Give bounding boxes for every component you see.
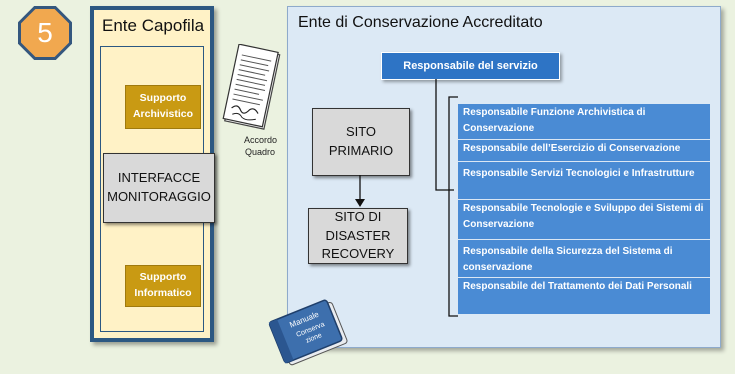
role-tecnologie-sviluppo: Responsabile Tecnologie e Sviluppo dei S… [458,199,710,239]
interfacce-monitoraggio-box: INTERFACCE MONITORAGGIO [103,153,215,223]
role-trattamento-dati: Responsabile del Trattamento dei Dati Pe… [458,277,710,314]
ente-capofila-panel: Ente Capofila Supporto Archivistico INTE… [90,6,215,342]
accordo-document-icon [222,44,281,130]
roles-list: Responsabile Funzione Archivistica di Co… [458,104,710,314]
step-number: 5 [21,9,69,57]
supporto-archivistico-box: Supporto Archivistico [125,85,201,129]
accordo-quadro-label: Accordo Quadro [244,135,278,157]
supporto-informatico-box: Supporto Informatico [125,265,201,307]
responsabile-servizio-box: Responsabile del servizio [381,52,560,80]
conservazione-title: Ente di Conservazione Accreditato [298,14,543,31]
manuale-book-icon: Manuale Conserva zione [268,299,348,366]
capofila-inner-frame: Supporto Archivistico INTERFACCE MONITOR… [100,46,215,332]
role-servizi-tecnologici: Responsabile Servizi Tecnologici e Infra… [458,161,710,199]
role-funzione-archivistica: Responsabile Funzione Archivistica di Co… [458,104,710,139]
step-badge: 5 [18,6,72,60]
capofila-title: Ente Capofila [102,16,205,35]
sito-primario-box: SITO PRIMARIO [312,108,410,176]
sito-disaster-recovery-box: SITO DI DISASTER RECOVERY [308,208,408,264]
role-sicurezza: Responsabile della Sicurezza del Sistema… [458,239,710,277]
role-esercizio: Responsabile dell’Esercizio di Conservaz… [458,139,710,161]
